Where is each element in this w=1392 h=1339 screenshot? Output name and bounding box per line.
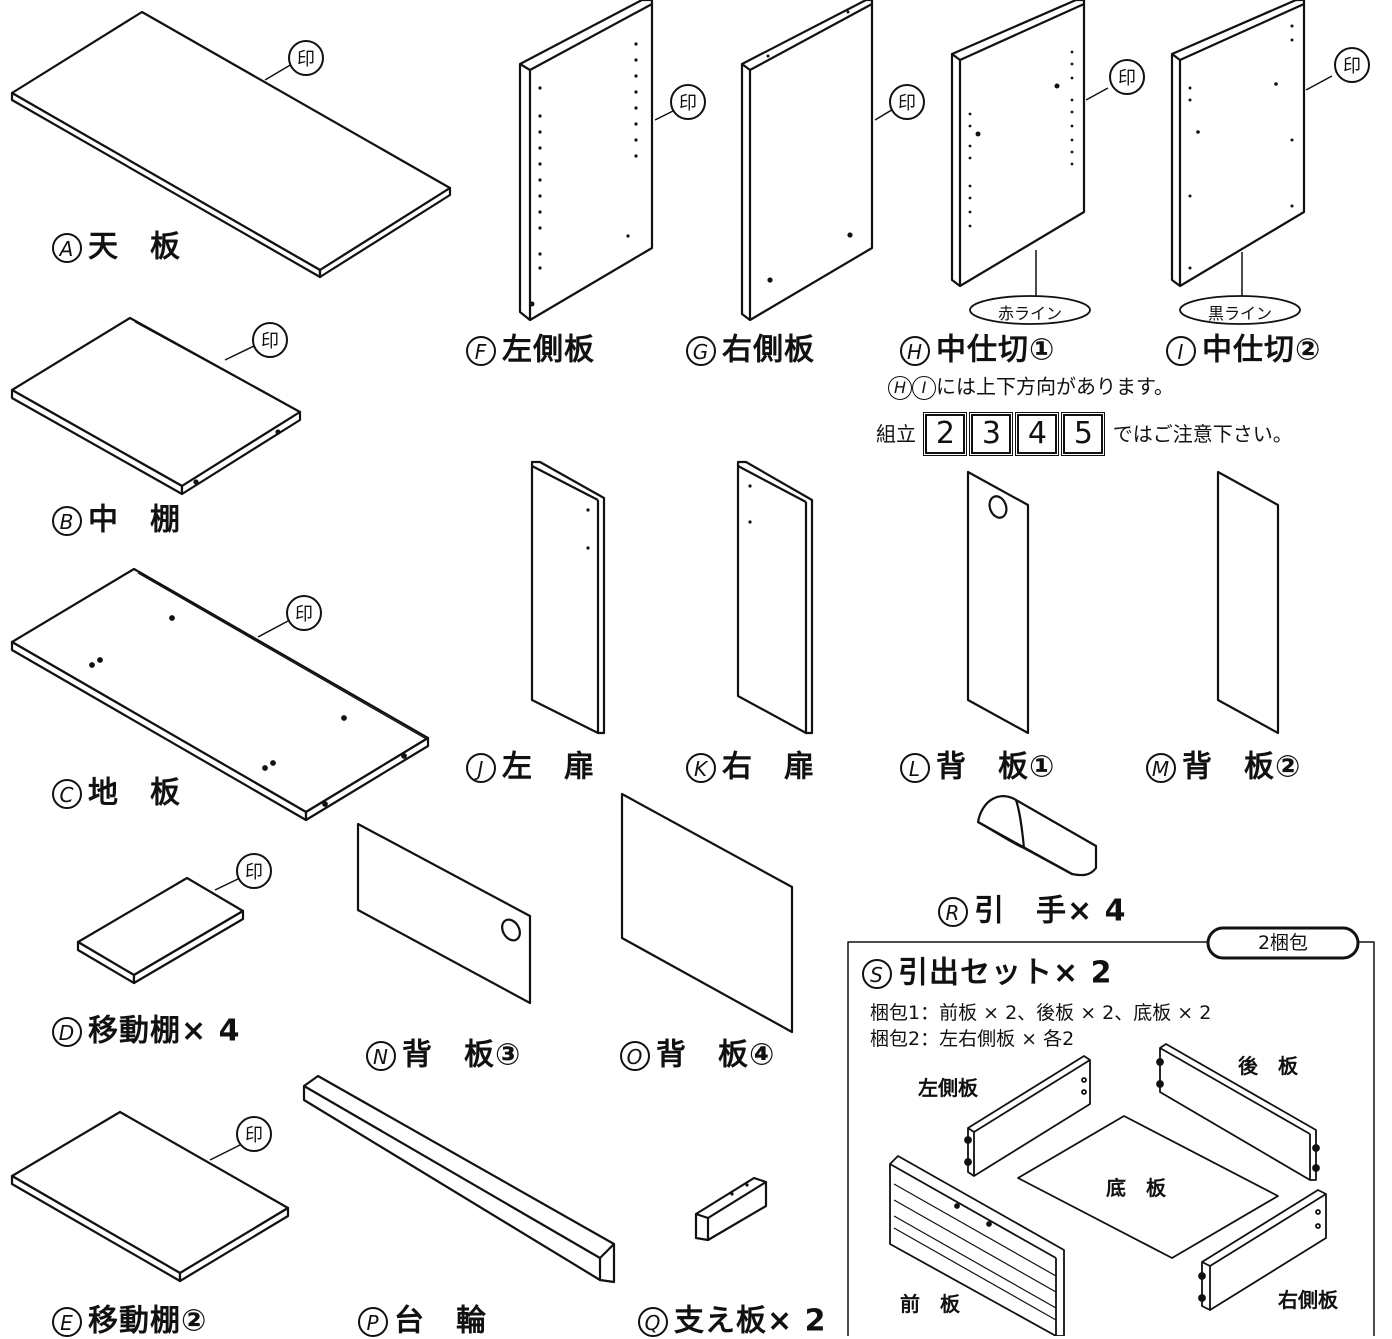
panel-I-middle-partition-2 — [1170, 0, 1333, 325]
step-box: 3 — [969, 412, 1014, 456]
drawer-set-frame — [847, 926, 1375, 1336]
panel-M-back-board-2 — [1216, 470, 1280, 735]
panel-E-movable-shelf-2 — [10, 1110, 290, 1283]
drawer-bottom-label: 底 板 — [1106, 1176, 1166, 1200]
panel-B-middle-shelf — [10, 316, 302, 496]
panel-L-back-board-1 — [966, 470, 1030, 735]
drawer-right-side-label: 右側板 — [1278, 1288, 1338, 1312]
drawer-left-side-label: 左側板 — [918, 1076, 978, 1100]
panel-P-plinth — [302, 1074, 616, 1284]
panel-Q-support-board — [694, 1176, 768, 1242]
package-1-contents: 梱包1：前板 × 2、後板 × 2、底板 × 2 — [870, 1002, 1212, 1024]
red-line-label: 赤ライン — [997, 304, 1062, 323]
stamp-label: 印 — [295, 604, 313, 625]
drawer-back-label: 後 板 — [1238, 1054, 1298, 1078]
panel-N-back-board-3 — [356, 822, 532, 1005]
drawer-bottom — [1017, 1115, 1279, 1259]
stamp-label: 印 — [1118, 68, 1136, 89]
panel-G-right-side — [740, 0, 896, 322]
drawer-back — [1156, 1043, 1320, 1181]
panel-K-right-door — [736, 460, 814, 735]
panel-O-back-board-4 — [620, 792, 794, 1034]
panel-D-movable-shelf — [76, 876, 245, 985]
stamp-label: 印 — [297, 49, 315, 70]
stamp-texts: 印 印 印 印 印 印 印 印 印 — [245, 49, 1361, 1146]
drawer-left-side — [964, 1055, 1091, 1177]
panel-F-left-side — [518, 0, 676, 322]
stamp-label: 印 — [245, 1125, 263, 1146]
stamp-label: 印 — [245, 862, 263, 883]
panel-H-middle-partition-1 — [950, 0, 1109, 325]
panel-J-left-door — [530, 460, 606, 735]
panel-R-handle — [976, 795, 1098, 877]
stamp-label: 印 — [1343, 56, 1361, 77]
drawer-right-side — [1198, 1189, 1327, 1311]
step-box: 4 — [1015, 412, 1060, 456]
step-box: 2 — [923, 412, 968, 456]
panel-C-bottom-board — [10, 567, 430, 822]
stamp-label: 印 — [261, 331, 279, 352]
panel-A-top-board — [10, 10, 452, 279]
drawer-front-label: 前 板 — [900, 1292, 960, 1316]
black-line-label: 黒ライン — [1207, 304, 1272, 323]
stamp-label: 印 — [679, 93, 697, 114]
package-2-contents: 梱包2：左右側板 × 各2 — [870, 1028, 1075, 1050]
step-box: 5 — [1061, 412, 1106, 456]
drawer-front — [889, 1155, 1065, 1336]
package-badge: 2梱包 — [1257, 932, 1309, 954]
stamp-label: 印 — [898, 93, 916, 114]
